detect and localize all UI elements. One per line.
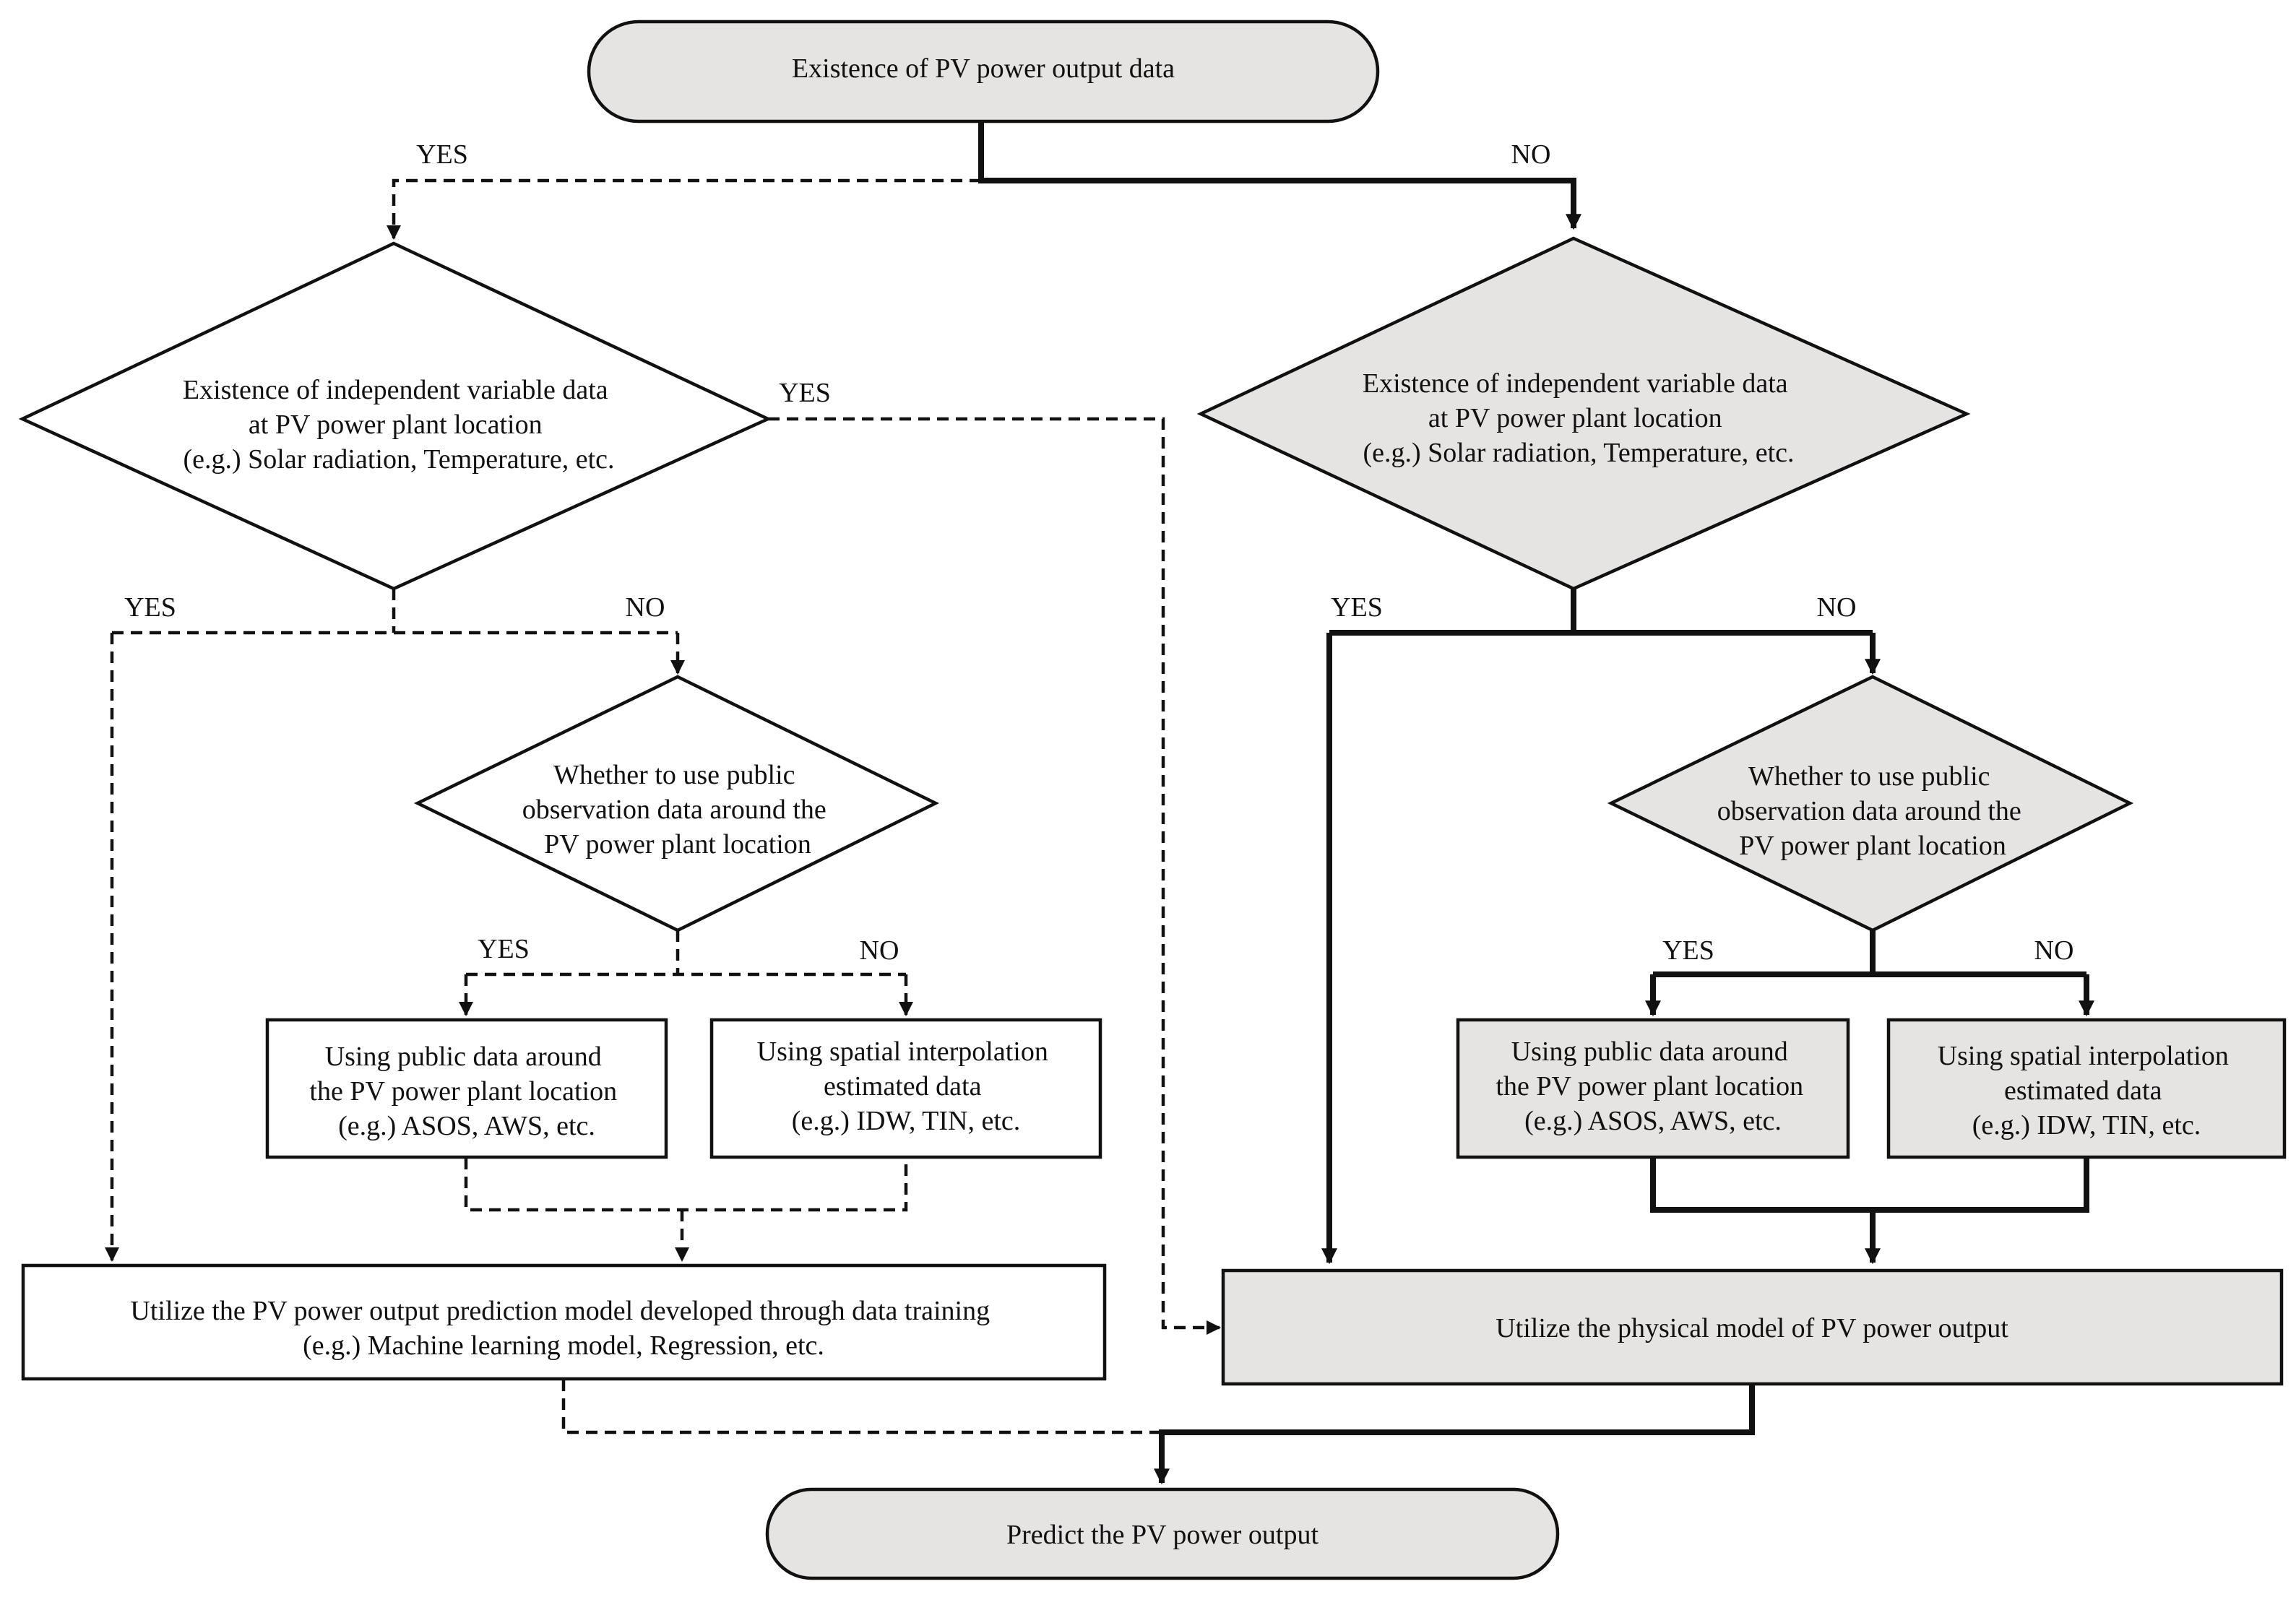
left-public-box-line-1: Using public data around (325, 1042, 602, 1072)
left-public-box-node: Using public data around the PV power pl… (265, 1018, 668, 1159)
left-interp-box-line-3: (e.g.) IDW, TIN, etc. (792, 1106, 1021, 1136)
label-right-diamond-no: NO (1817, 592, 1857, 623)
edge-start-yes (387, 178, 981, 240)
edge-labels: YES NO YES YES NO YES NO YES NO YES NO (124, 139, 2073, 966)
right-public-box-line-3: (e.g.) ASOS, AWS, etc. (1524, 1106, 1782, 1136)
left-public-data-box (265, 1018, 668, 1159)
end-line-1: Predict the PV power output (1006, 1520, 1319, 1550)
right-diamond-line-1: Existence of independent variable data (1363, 368, 1788, 399)
edge-left-diamond-yes-to-physical (768, 417, 1221, 1335)
left-public-observation-decision (413, 675, 940, 932)
left-public-diamond-line-1: Whether to use public (553, 760, 795, 790)
right-diamond-line-3: (e.g.) Solar radiation, Temperature, etc… (1363, 438, 1795, 468)
right-interpolation-box (1886, 1018, 2287, 1159)
left-diamond-text: Existence of independent variable data a… (183, 375, 615, 475)
phys-box-text: Utilize the physical model of PV power o… (1496, 1313, 2008, 1343)
right-diamond-line-2: at PV power plant location (1428, 403, 1722, 433)
left-interp-box-node: Using spatial interpolation estimated da… (709, 1018, 1102, 1159)
label-left-diamond-no: NO (626, 592, 665, 623)
left-interpolation-box (709, 1018, 1102, 1159)
left-independent-data-decision (18, 241, 772, 591)
label-right-public-yes: YES (1662, 935, 1714, 966)
edge-start-no (978, 123, 1581, 230)
right-public-box-text: Using public data around the PV power pl… (1496, 1036, 1810, 1136)
ml-model-box (21, 1263, 1107, 1381)
right-diamond-node: Existence of independent variable data a… (1196, 236, 1971, 591)
left-public-box-line-2: the PV power plant location (309, 1076, 617, 1107)
label-left-diamond-yes: YES (124, 592, 176, 623)
left-interp-box-line-1: Using spatial interpolation (757, 1036, 1048, 1067)
edge-ml-to-end (561, 1380, 1162, 1434)
end-terminal (765, 1487, 1560, 1580)
right-public-diamond-line-2: observation data around the (1717, 796, 2021, 826)
right-public-diamond-line-1: Whether to use public (1748, 761, 1990, 792)
label-left-public-yes: YES (478, 934, 530, 964)
physical-model-box (1221, 1268, 2284, 1386)
right-public-observation-decision (1607, 675, 2134, 932)
edge-physical-to-end (1154, 1383, 1755, 1485)
label-start-no: NO (1511, 139, 1551, 170)
left-public-diamond-line-2: observation data around the (522, 795, 827, 825)
right-interp-box-text: Using spatial interpolation estimated da… (1938, 1041, 2236, 1141)
right-public-diamond-node: Whether to use public observation data a… (1607, 675, 2134, 932)
right-interp-box-node: Using spatial interpolation estimated da… (1886, 1018, 2287, 1159)
ml-box-node: Utilize the PV power output prediction m… (21, 1263, 1107, 1381)
left-diamond-line-1: Existence of independent variable data (183, 375, 608, 405)
right-public-box-line-1: Using public data around (1511, 1036, 1788, 1067)
left-public-box-text: Using public data around the PV power pl… (309, 1042, 623, 1141)
left-public-diamond-node: Whether to use public observation data a… (413, 675, 940, 932)
phys-box-node: Utilize the physical model of PV power o… (1221, 1268, 2284, 1386)
label-left-public-no: NO (860, 935, 899, 966)
left-public-diamond-text: Whether to use public observation data a… (522, 760, 834, 860)
right-branch-connectors (978, 123, 2094, 1485)
left-interp-box-line-2: estimated data (824, 1071, 982, 1102)
phys-box-line-1: Utilize the physical model of PV power o… (1496, 1313, 2008, 1343)
label-start-yes: YES (416, 139, 468, 170)
ml-box-line-2: (e.g.) Machine learning model, Regressio… (303, 1330, 824, 1361)
end-node-text: Predict the PV power output (1006, 1520, 1319, 1550)
left-diamond-line-3: (e.g.) Solar radiation, Temperature, etc… (184, 444, 615, 475)
left-branch-connectors (105, 178, 1221, 1434)
right-diamond-text: Existence of independent variable data a… (1363, 368, 1795, 468)
right-interp-box-line-1: Using spatial interpolation (1938, 1041, 2229, 1071)
start-line-1: Existence of PV power output data (792, 53, 1175, 84)
left-diamond-line-2: at PV power plant location (249, 410, 543, 440)
right-public-diamond-line-3: PV power plant location (1739, 831, 2006, 861)
start-node-text: Existence of PV power output data (792, 53, 1175, 84)
right-interp-box-line-2: estimated data (2004, 1076, 2162, 1106)
label-right-diamond-yes: YES (1331, 592, 1383, 623)
left-interp-box-text: Using spatial interpolation estimated da… (757, 1036, 1056, 1136)
label-left-diamond-yes-right: YES (779, 378, 831, 408)
start-terminal (587, 20, 1380, 124)
start-node: Existence of PV power output data (587, 20, 1380, 124)
right-independent-data-decision (1196, 236, 1971, 591)
right-public-box-line-2: the PV power plant location (1496, 1071, 1803, 1102)
right-public-data-box (1456, 1018, 1850, 1159)
edge-right-boxes-merge (1650, 1158, 2089, 1213)
right-interp-box-line-3: (e.g.) IDW, TIN, etc. (1972, 1110, 2201, 1141)
right-public-diamond-text: Whether to use public observation data a… (1717, 761, 2029, 861)
label-right-public-no: NO (2034, 935, 2074, 966)
edge-left-boxes-merge (464, 1158, 908, 1212)
ml-box-line-1: Utilize the PV power output prediction m… (130, 1296, 990, 1326)
left-diamond-node: Existence of independent variable data a… (18, 241, 772, 591)
left-public-diamond-line-3: PV power plant location (544, 829, 811, 860)
left-public-box-line-3: (e.g.) ASOS, AWS, etc. (338, 1111, 595, 1141)
ml-box-text: Utilize the PV power output prediction m… (130, 1296, 996, 1361)
end-node: Predict the PV power output (765, 1487, 1560, 1580)
right-public-box-node: Using public data around the PV power pl… (1456, 1018, 1850, 1159)
